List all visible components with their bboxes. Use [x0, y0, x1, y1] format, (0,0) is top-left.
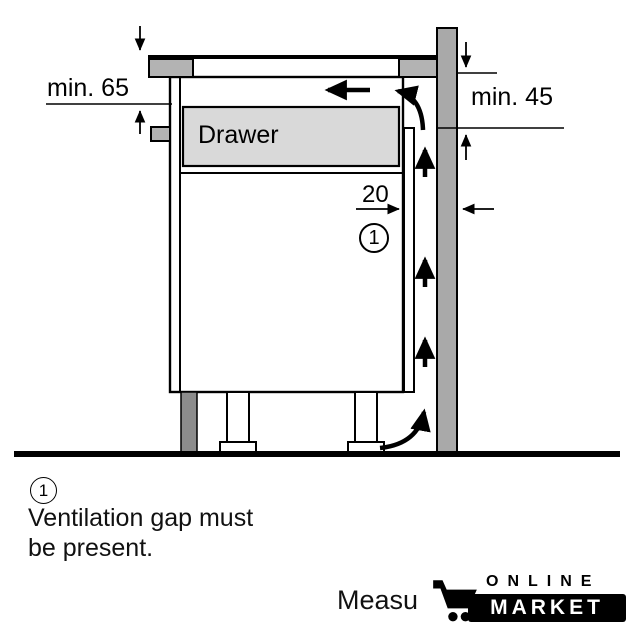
left-leg-foot — [219, 441, 257, 453]
dim-20-label: 20 — [362, 181, 389, 208]
worktop-left-block — [148, 58, 194, 78]
worktop-right-block — [398, 58, 438, 78]
mounting-knob — [150, 126, 171, 142]
floor-line — [14, 451, 620, 457]
right-leg — [354, 391, 378, 443]
right-leg-foot — [347, 441, 385, 453]
drawer-label: Drawer — [198, 121, 279, 149]
dim-min65-label: min. 65 — [47, 74, 129, 102]
wall — [436, 27, 458, 454]
back-panel-strip — [403, 127, 415, 393]
callout-1-number: 1 — [368, 226, 380, 249]
airflow-arrow-curve-bottom — [379, 408, 431, 451]
dim-min45-label: min. 45 — [471, 83, 553, 111]
footnote-text-line1: Ventilation gap must — [28, 504, 254, 532]
footnote-marker-badge: 1 — [30, 477, 57, 504]
left-leg — [226, 391, 250, 443]
drawer-box — [181, 105, 401, 168]
footnote-marker-number: 1 — [38, 480, 49, 500]
logo-market-label: MARKET — [490, 596, 604, 619]
partial-word-text: Measu — [337, 585, 419, 615]
store-logo: ONLINE MARKET — [430, 570, 630, 630]
logo-market-text: MARKET — [468, 594, 626, 622]
footnote-text-line2: be present. — [28, 534, 154, 562]
shopping-cart-icon — [433, 580, 477, 622]
logo-online-text: ONLINE — [486, 573, 601, 590]
plinth-panel — [180, 391, 198, 453]
callout-1-badge: 1 — [359, 223, 389, 253]
airflow-arrow-curve-top — [394, 85, 426, 131]
